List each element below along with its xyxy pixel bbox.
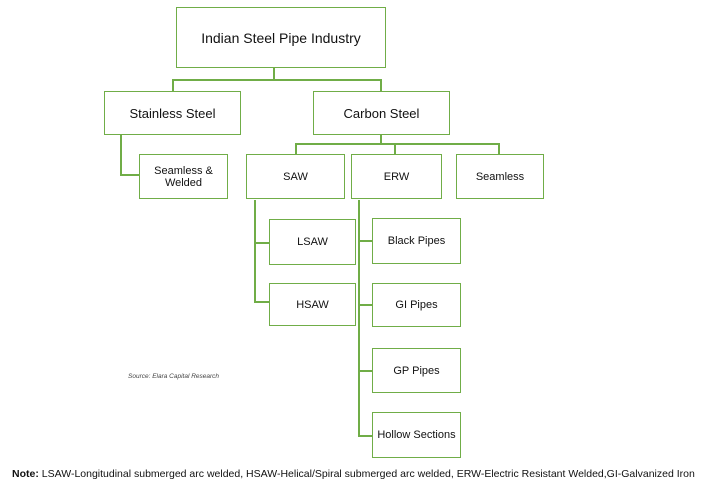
connector-erw-up <box>394 143 396 154</box>
footnote-text: LSAW-Longitudinal submerged arc welded, … <box>41 468 695 480</box>
node-hollow-sections: Hollow Sections <box>372 412 461 458</box>
node-hsaw: HSAW <box>269 283 356 326</box>
node-gi-pipes: GI Pipes <box>372 283 461 327</box>
connector-lsaw <box>254 242 270 244</box>
node-root: Indian Steel Pipe Industry <box>176 7 386 68</box>
connector-root-down <box>273 67 275 80</box>
footnote: Note: LSAW-Longitudinal submerged arc we… <box>12 468 702 480</box>
node-seamless-welded: Seamless & Welded <box>139 154 228 199</box>
source-caption: Source: Elara Capital Research <box>128 373 220 380</box>
connector-seamless-up <box>498 143 500 154</box>
node-gp-pipes: GP Pipes <box>372 348 461 393</box>
connector-erw-down <box>358 200 360 437</box>
connector-carbon-up <box>380 79 382 91</box>
connector-stainless-up <box>172 79 174 91</box>
connector-saw-up <box>295 143 297 154</box>
footnote-label: Note: <box>12 468 39 480</box>
connector-level1-horizontal <box>172 79 382 81</box>
node-lsaw: LSAW <box>269 219 356 265</box>
connector-gi-pipes <box>358 304 373 306</box>
node-stainless-steel: Stainless Steel <box>104 91 241 135</box>
node-black-pipes: Black Pipes <box>372 218 461 264</box>
node-saw: SAW <box>246 154 345 199</box>
connector-hollow-sections <box>358 435 373 437</box>
node-erw: ERW <box>351 154 442 199</box>
connector-black-pipes <box>358 240 373 242</box>
node-carbon-steel: Carbon Steel <box>313 91 450 135</box>
connector-gp-pipes <box>358 370 373 372</box>
connector-level2-horizontal <box>295 143 500 145</box>
node-seamless: Seamless <box>456 154 544 199</box>
connector-hsaw <box>254 301 270 303</box>
connector-saw-down <box>254 200 256 303</box>
connector-stainless-down <box>120 134 122 176</box>
connector-carbon-down <box>380 134 382 144</box>
connector-seamless-welded <box>120 174 140 176</box>
